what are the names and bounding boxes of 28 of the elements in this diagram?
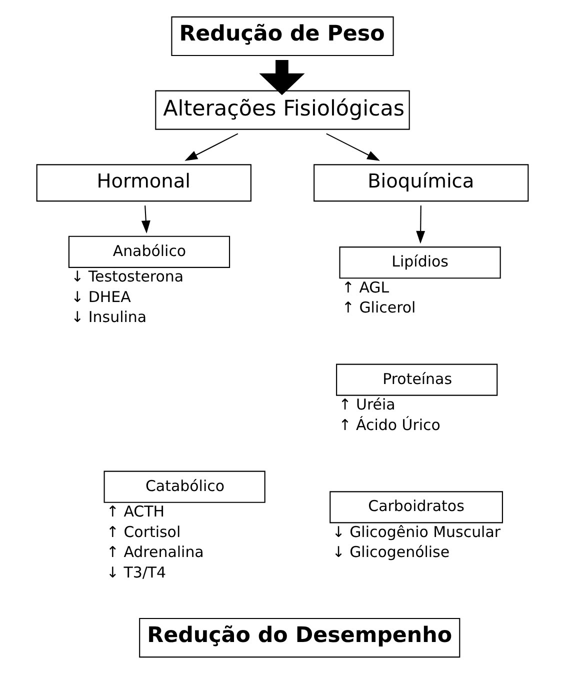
node-label: ↓ Testosterona [70, 268, 184, 286]
node-label: ↑ AGL [341, 278, 389, 296]
node-box: Carboidratos [329, 491, 502, 524]
node-label: ↓ Insulina [70, 308, 146, 326]
arrow [258, 60, 304, 96]
node-box: Proteínas [336, 364, 498, 396]
node-label: ↑ Cortisol [106, 522, 180, 541]
node-label: ↓ Glicogenólise [332, 543, 450, 562]
node-box: Catabólico [103, 470, 265, 503]
node-label: ↓ Glicogênio Muscular [332, 522, 500, 541]
node-box: Bioquímica [313, 164, 528, 202]
arrow [184, 133, 238, 161]
node-label: ↑ Ácido Úrico [338, 416, 440, 434]
node-label: ↓ DHEA [70, 288, 130, 306]
node-label: ↑ Adrenalina [106, 543, 204, 562]
arrow [416, 206, 425, 244]
arrow [326, 133, 380, 161]
node-label: ↑ ACTH [106, 502, 164, 521]
arrow [140, 206, 150, 234]
node-box: Lipídios [338, 246, 500, 279]
node-box: Hormonal [36, 164, 251, 202]
node-box: Redução de Peso [170, 16, 394, 56]
node-label: ↑ Uréia [338, 395, 395, 414]
node-box: Anabólico [68, 236, 230, 268]
node-box: Redução do Desempenho [138, 618, 460, 658]
node-label: ↓ T3/T4 [106, 564, 166, 582]
node-box: Alterações Fisiológicas [154, 90, 410, 130]
node-label: ↑ Glicerol [341, 298, 416, 317]
